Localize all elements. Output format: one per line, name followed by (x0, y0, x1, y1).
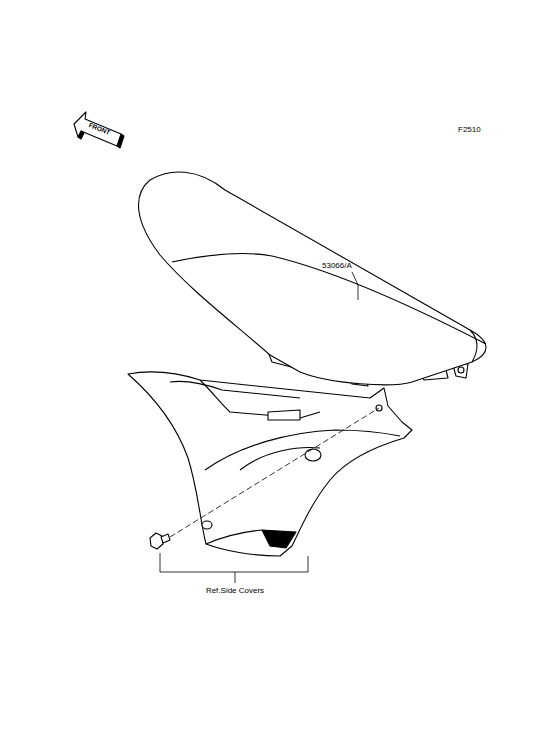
mount-axis (170, 408, 379, 537)
seat (139, 172, 486, 385)
leader-line (352, 272, 358, 300)
side-cover-edge (240, 448, 320, 470)
side-cover-flap (268, 410, 300, 420)
side-cover-edge (200, 380, 320, 418)
reference-note: Ref.Side Covers (206, 587, 264, 595)
cover-hole (202, 521, 212, 529)
side-cover (128, 372, 412, 556)
cover-grommet (305, 449, 321, 461)
part-number: 53066/A (322, 262, 352, 270)
front-arrow (74, 112, 121, 146)
bolt (150, 533, 163, 549)
side-cover-edge (206, 530, 262, 544)
bolt-shaft (161, 534, 170, 543)
reference-bracket (160, 553, 308, 583)
front-arrow-shadow (78, 131, 84, 139)
side-cover-edge (205, 430, 400, 470)
side-cover-edge (170, 381, 300, 398)
figure-number: F2510 (458, 126, 481, 134)
seat-edge (470, 330, 477, 362)
front-arrow-shadow (117, 134, 124, 148)
side-cover-vent (262, 530, 296, 548)
bracket-hole (458, 367, 464, 373)
seat-colour-line (172, 253, 486, 344)
